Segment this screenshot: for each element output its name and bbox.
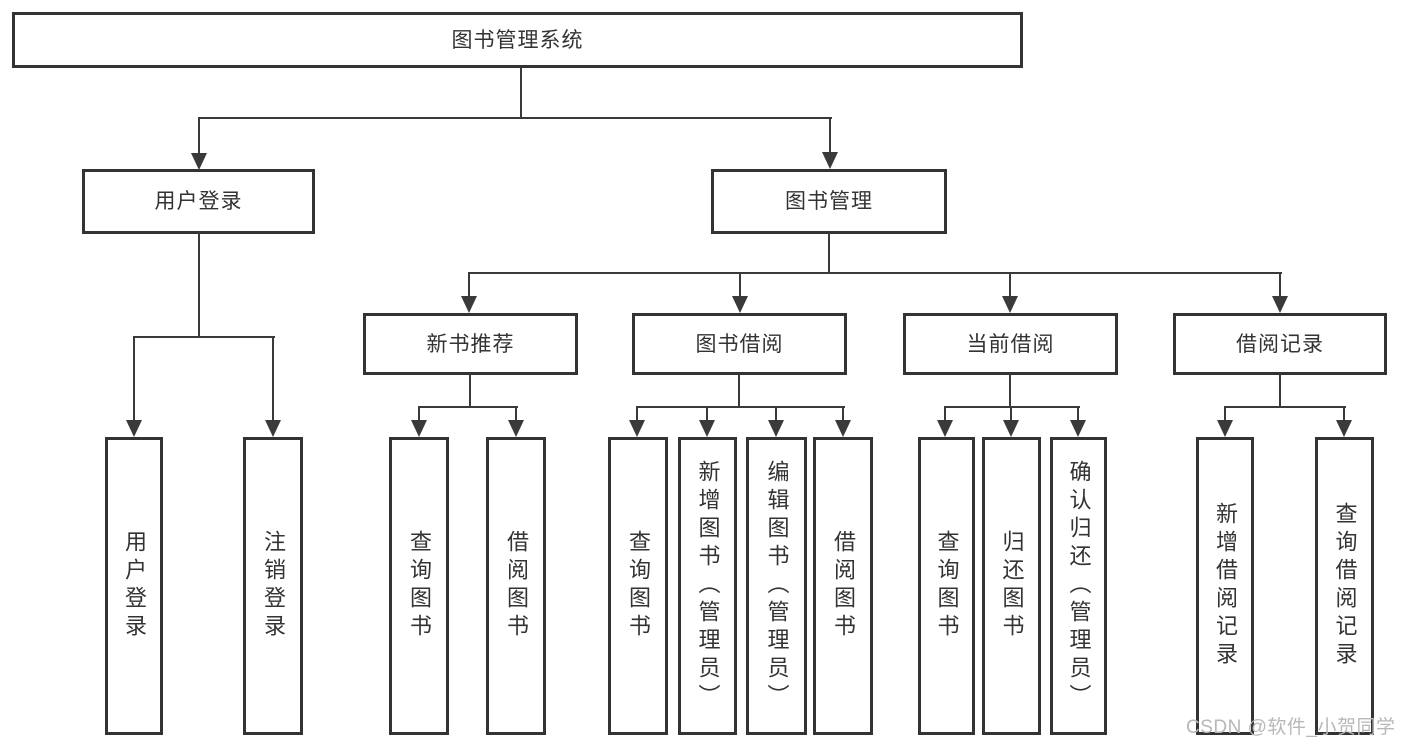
node-book-borrow: 图书借阅: [632, 313, 847, 375]
connector-stem-new-book: [468, 272, 470, 298]
leaf-edit-book-admin-label: 编辑图书（管理员）: [764, 460, 790, 712]
connector-current-borrow-bus: [944, 406, 1080, 408]
connector-stem-leaf: [515, 406, 517, 422]
leaf-borrow-book-1-label: 借阅图书: [504, 530, 529, 642]
leaf-borrow-book-1: 借阅图书: [486, 437, 546, 735]
connector-stem-leaf: [1343, 406, 1345, 422]
arrowhead-down-icon: [1003, 420, 1019, 437]
connector-stem-leaf: [636, 406, 638, 422]
connector-stem-book-management: [829, 117, 831, 154]
node-borrow-records: 借阅记录: [1173, 313, 1387, 375]
connector-book-management-trunk: [828, 233, 830, 274]
leaf-query-book-3-label: 查询图书: [934, 530, 960, 642]
connector-current-borrow-trunk: [1009, 374, 1011, 408]
connector-stem-leaf: [1077, 406, 1079, 422]
node-borrow-records-label: 借阅记录: [1236, 332, 1324, 356]
leaf-query-borrow-record-label: 查询借阅记录: [1332, 502, 1358, 670]
connector-new-book-trunk: [469, 374, 471, 408]
connector-stem-leaf: [944, 406, 946, 422]
connector-stem-leaf: [842, 406, 844, 422]
leaf-add-book-admin: 新增图书（管理员）: [678, 437, 737, 735]
arrowhead-down-icon: [699, 420, 715, 437]
connector-new-book-bus: [418, 406, 518, 408]
node-book-management-label: 图书管理: [785, 190, 873, 213]
connector-borrow-records-bus: [1224, 406, 1346, 408]
arrowhead-down-icon: [822, 152, 838, 169]
leaf-query-book-1-label: 查询图书: [407, 530, 432, 642]
arrowhead-down-icon: [1217, 420, 1233, 437]
arrowhead-down-icon: [835, 420, 851, 437]
arrowhead-down-icon: [1070, 420, 1086, 437]
leaf-add-book-admin-label: 新增图书（管理员）: [695, 460, 721, 712]
arrowhead-down-icon: [629, 420, 645, 437]
connector-borrow-records-trunk: [1279, 374, 1281, 408]
connector-stem-user-login: [198, 117, 200, 154]
connector-stem-leaf: [706, 406, 708, 422]
node-book-management: 图书管理: [711, 169, 947, 234]
node-library-system-label: 图书管理系统: [451, 28, 584, 52]
leaf-query-borrow-record: 查询借阅记录: [1315, 437, 1374, 735]
connector-stem-current-borrow: [1009, 272, 1011, 298]
arrowhead-down-icon: [1272, 296, 1288, 313]
arrowhead-down-icon: [1002, 296, 1018, 313]
arrowhead-down-icon: [411, 420, 427, 437]
leaf-return-book-label: 归还图书: [999, 530, 1025, 642]
arrowhead-down-icon: [732, 296, 748, 313]
connector-stem-leaf: [133, 336, 135, 422]
leaf-user-login-label: 用户登录: [122, 530, 147, 642]
leaf-confirm-return-admin-label: 确认归还（管理员）: [1066, 460, 1092, 712]
connector-stem-book-borrow: [739, 272, 741, 298]
leaf-query-book-3: 查询图书: [918, 437, 975, 735]
arrowhead-down-icon: [1336, 420, 1352, 437]
node-library-system: 图书管理系统: [12, 12, 1023, 68]
arrowhead-down-icon: [508, 420, 524, 437]
leaf-add-borrow-record: 新增借阅记录: [1196, 437, 1254, 735]
arrowhead-down-icon: [191, 153, 207, 170]
connector-user-login-trunk: [198, 232, 200, 338]
leaf-borrow-book-2-label: 借阅图书: [831, 530, 856, 642]
connector-level2-bus: [468, 272, 1282, 274]
leaf-borrow-book-2: 借阅图书: [813, 437, 873, 735]
node-new-book-recommend: 新书推荐: [363, 313, 578, 375]
node-current-borrow-label: 当前借阅: [966, 332, 1055, 356]
leaf-edit-book-admin: 编辑图书（管理员）: [746, 437, 807, 735]
leaf-add-borrow-record-label: 新增借阅记录: [1213, 502, 1238, 670]
connector-stem-leaf: [272, 336, 274, 422]
leaf-logout-label: 注销登录: [261, 530, 286, 642]
node-user-login-label: 用户登录: [154, 190, 243, 213]
arrowhead-down-icon: [768, 420, 784, 437]
leaf-return-book: 归还图书: [982, 437, 1041, 735]
leaf-query-book-2-label: 查询图书: [626, 530, 651, 642]
leaf-query-book-1: 查询图书: [389, 437, 449, 735]
connector-root-trunk: [520, 68, 522, 118]
arrowhead-down-icon: [937, 420, 953, 437]
arrowhead-down-icon: [461, 296, 477, 313]
arrowhead-down-icon: [265, 420, 281, 437]
connector-user-login-bus: [133, 336, 275, 338]
leaf-confirm-return-admin: 确认归还（管理员）: [1050, 437, 1107, 735]
leaf-logout: 注销登录: [243, 437, 303, 735]
connector-stem-leaf: [1224, 406, 1226, 422]
arrowhead-down-icon: [126, 420, 142, 437]
node-book-borrow-label: 图书借阅: [695, 332, 784, 356]
connector-stem-leaf: [418, 406, 420, 422]
connector-stem-borrow-records: [1279, 272, 1281, 298]
connector-book-borrow-bus: [636, 406, 845, 408]
node-current-borrow: 当前借阅: [903, 313, 1118, 375]
leaf-user-login: 用户登录: [105, 437, 163, 735]
node-new-book-recommend-label: 新书推荐: [426, 332, 515, 356]
connector-stem-leaf: [1010, 406, 1012, 422]
connector-level1-bus: [198, 117, 832, 119]
leaf-query-book-2: 查询图书: [608, 437, 668, 735]
connector-book-borrow-trunk: [738, 374, 740, 408]
node-user-login: 用户登录: [82, 169, 315, 234]
connector-stem-leaf: [775, 406, 777, 422]
